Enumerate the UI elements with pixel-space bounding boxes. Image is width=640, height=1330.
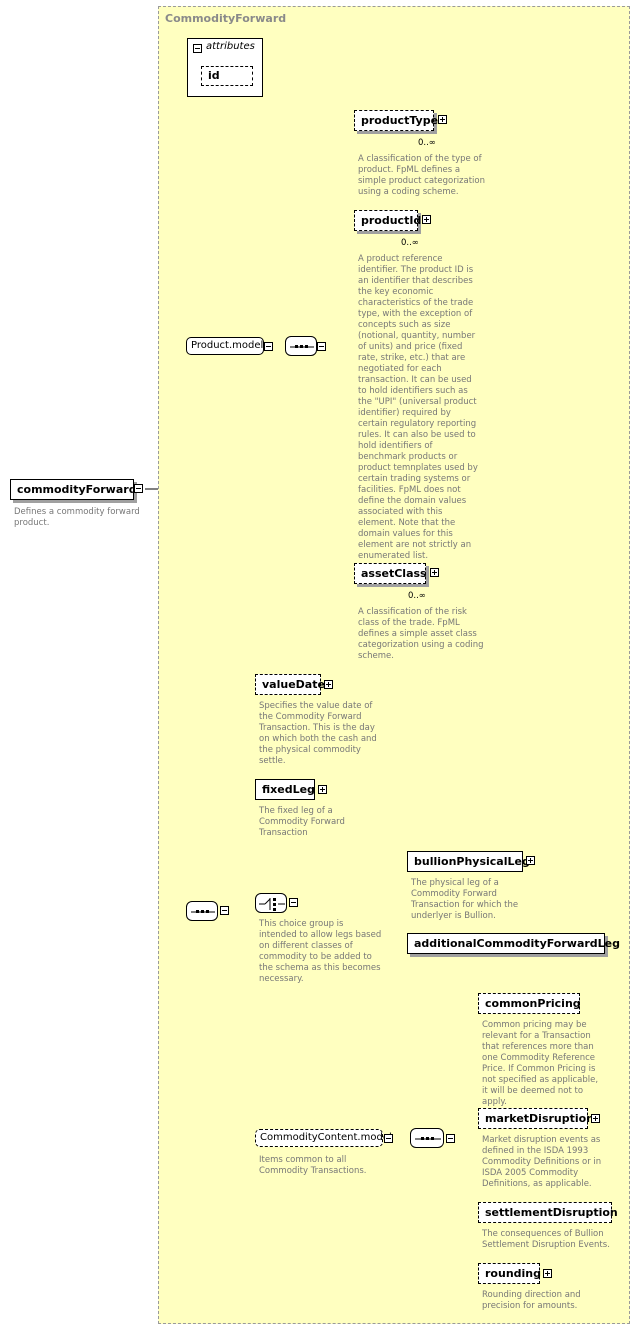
panel-title: CommodityForward [165,12,287,25]
sequence-compositor[interactable] [410,1128,444,1148]
expand-icon[interactable] [430,568,439,577]
sequence-icon [290,345,314,348]
choice-icon [259,898,285,911]
attribute-id[interactable]: id [201,66,253,86]
element-additionalCommodityForwardLeg[interactable]: additionalCommodityForwardLeg [407,933,620,954]
element-label: commonPricing [485,997,581,1010]
element-settlementDisruption[interactable]: settlementDisruption [478,1202,618,1223]
cardinality: 0..∞ [418,138,436,148]
attributes-group: attributes id [187,38,263,97]
element-description: The consequences of Bullion Settlement D… [482,1229,610,1250]
element-label: marketDisruption [485,1112,595,1125]
element-description: Common pricing may be relevant for a Tra… [482,1020,599,1107]
collapse-icon[interactable] [134,484,143,493]
sequence-icon [415,1137,441,1140]
root-description: Defines a commodity forward product. [14,507,140,528]
element-description: Specifies the value date of the Commodit… [259,701,377,766]
expand-icon[interactable] [526,856,535,865]
element-description: Rounding direction and precision for amo… [482,1290,581,1311]
element-label: productId [361,214,422,227]
element-label: valueDate [262,678,325,691]
expand-icon[interactable] [438,115,447,124]
choice-compositor[interactable] [255,893,287,913]
collapse-icon[interactable] [317,342,326,351]
collapse-icon[interactable] [220,906,229,915]
element-description: Market disruption events as defined in t… [482,1135,602,1189]
element-label: rounding [485,1267,541,1280]
collapse-icon[interactable] [289,898,298,907]
element-label: fixedLeg [262,783,315,796]
element-label: additionalCommodityForwardLeg [414,937,621,950]
sequence-compositor[interactable] [186,901,218,921]
element-bullionPhysicalLeg[interactable]: bullionPhysicalLeg [407,851,530,872]
element-fixedLeg[interactable]: fixedLeg [255,779,315,800]
attributes-header: attributes [206,41,255,52]
commodity-content-model-group[interactable]: CommodityContent.model [255,1129,392,1147]
product-model-label: Product.model [191,340,264,351]
expand-icon[interactable] [591,1114,600,1123]
element-description: A classification of the type of product.… [358,154,486,197]
element-label: settlementDisruption [485,1206,618,1219]
element-label: assetClass [361,567,427,580]
cardinality: 0..∞ [401,238,419,248]
cardinality: 0..∞ [408,591,426,601]
expand-icon[interactable] [543,1269,552,1278]
collapse-icon[interactable] [193,44,202,53]
collapse-icon[interactable] [264,342,273,351]
element-productId[interactable]: productId [354,210,422,231]
commodity-content-model-label: CommodityContent.model [260,1132,392,1143]
model-description: Items common to all Commodity Transactio… [259,1155,367,1176]
element-valueDate[interactable]: valueDate [255,674,325,695]
root-element-commodityForward[interactable]: commodityForward [10,479,137,500]
collapse-icon[interactable] [446,1134,455,1143]
element-description: A product reference identifier. The prod… [358,254,478,561]
expand-icon[interactable] [318,785,327,794]
element-description: A classification of the risk class of th… [358,607,484,661]
collapse-icon[interactable] [384,1134,393,1143]
element-description: The fixed leg of a Commodity Forward Tra… [259,806,345,838]
element-rounding[interactable]: rounding [478,1263,541,1284]
element-assetClass[interactable]: assetClass [354,563,427,584]
choice-description: This choice group is intended to allow l… [259,919,382,984]
root-element-label: commodityForward [17,483,137,496]
sequence-compositor[interactable] [285,336,317,356]
product-model-group[interactable]: Product.model [186,337,264,355]
element-description: The physical leg of a Commodity Forward … [411,878,519,921]
expand-icon[interactable] [422,215,431,224]
element-commonPricing[interactable]: commonPricing [478,993,581,1014]
sequence-icon [191,910,215,913]
element-label: bullionPhysicalLeg [414,855,530,868]
element-label: productType [361,114,439,127]
element-marketDisruption[interactable]: marketDisruption [478,1108,594,1129]
expand-icon[interactable] [324,680,333,689]
element-productType[interactable]: productType [354,110,438,131]
